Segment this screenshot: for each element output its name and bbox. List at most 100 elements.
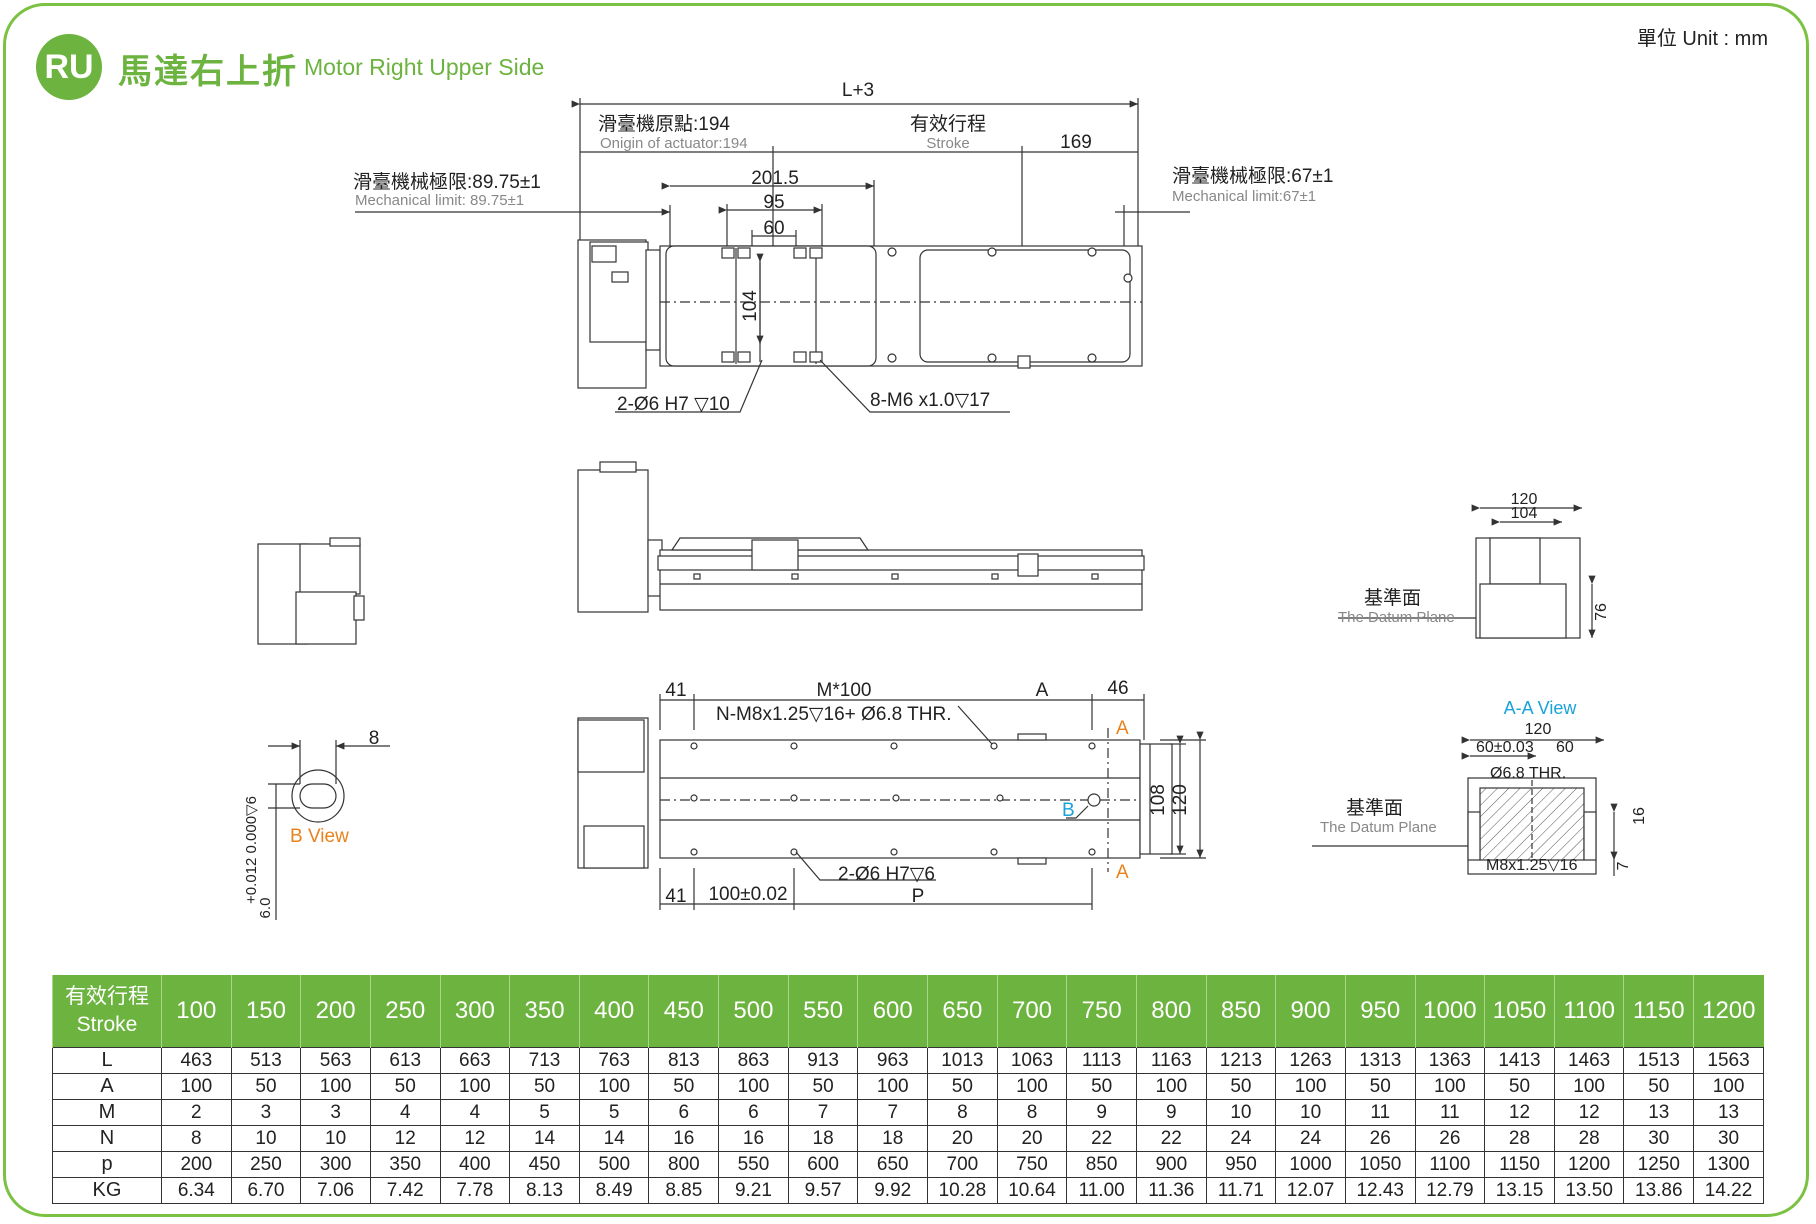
stroke-header-cell: 850 — [1205, 975, 1276, 1048]
table-cell: 50 — [927, 1073, 998, 1100]
table-cell: 11 — [1414, 1099, 1486, 1126]
table-cell: 12.07 — [1275, 1177, 1346, 1204]
table-cell: 2 — [161, 1099, 232, 1126]
table-cell: 500 — [578, 1151, 650, 1178]
dim-169: 169 — [1060, 132, 1092, 153]
table-cell: 8.49 — [578, 1177, 650, 1204]
table-cell: 763 — [578, 1047, 650, 1074]
stroke-header-cell: 250 — [369, 975, 441, 1048]
mech-limit-left-zh: 滑臺機械極限:89.75±1 — [353, 171, 541, 193]
table-cell: 16 — [718, 1125, 789, 1152]
aa-view-title: A-A View — [1504, 698, 1578, 718]
table-cell: 12 — [369, 1125, 441, 1152]
table-cell: 100 — [1414, 1073, 1486, 1100]
table-cell: 10 — [1205, 1099, 1277, 1126]
stroke-header-cell: 1200 — [1693, 975, 1764, 1048]
table-cell: 963 — [857, 1047, 929, 1074]
row-label: A — [52, 1073, 162, 1100]
table-cell: 50 — [1623, 1073, 1695, 1100]
table-cell: 8 — [996, 1099, 1068, 1126]
dim-a: A — [1036, 680, 1049, 701]
table-cell: 1513 — [1623, 1047, 1695, 1074]
pin-hole-callout: 2-Ø6 H7 ▽10 — [617, 394, 730, 415]
table-cell: 8.85 — [648, 1177, 720, 1204]
table-cell: 24 — [1275, 1125, 1346, 1152]
table-cell: 11.71 — [1205, 1177, 1277, 1204]
end-view-dim-76: 76 — [1593, 603, 1610, 621]
stroke-label-zh: 有效行程 — [910, 113, 986, 135]
table-cell: 9.21 — [718, 1177, 789, 1204]
table-cell: 18 — [857, 1125, 929, 1152]
table-cell: 13 — [1623, 1099, 1695, 1126]
table-cell: 5 — [509, 1099, 580, 1126]
b-view — [268, 740, 390, 920]
table-cell: 663 — [439, 1047, 511, 1074]
title-chinese: 馬達右上折 — [118, 53, 298, 91]
table-cell: 12.79 — [1414, 1177, 1486, 1204]
table-cell: 900 — [1135, 1151, 1207, 1178]
table-cell: 1163 — [1135, 1047, 1207, 1074]
aa-view-datum-zh: 基準面 — [1346, 797, 1403, 819]
table-cell: 950 — [1205, 1151, 1277, 1178]
b-view-title: B View — [290, 826, 349, 847]
aa-view-dim-60-tol: 60±0.03 — [1476, 739, 1534, 756]
table-cell: 1250 — [1623, 1151, 1695, 1178]
stroke-header-cell: 800 — [1135, 975, 1207, 1048]
table-cell: 50 — [1066, 1073, 1137, 1100]
table-cell: 713 — [509, 1047, 580, 1074]
table-cell: 1150 — [1484, 1151, 1555, 1178]
title-english: Motor Right Upper Side — [304, 54, 545, 80]
table-cell: 13.86 — [1623, 1177, 1695, 1204]
unit-label: 單位 Unit : mm — [1636, 28, 1768, 50]
table-cell: 1413 — [1484, 1047, 1555, 1074]
b-view-dim-6: 6.0 — [257, 898, 274, 919]
table-cell: 1113 — [1066, 1047, 1137, 1074]
dim-100: 100±0.02 — [708, 884, 787, 905]
table-cell: 7 — [857, 1099, 929, 1126]
top-view — [355, 98, 1190, 413]
table-cell: 450 — [509, 1151, 580, 1178]
aa-view-labels: A-A View 120 60±0.03 60 Ø6.8 THR. M8x1.2… — [1320, 698, 1648, 874]
table-cell: 10 — [230, 1125, 302, 1152]
top-view-labels: L+3 滑臺機原點:194 Onigin of actuator:194 有效行… — [353, 80, 1333, 415]
motor-end-view — [257, 537, 365, 645]
table-cell: 9.92 — [857, 1177, 929, 1204]
table-cell: 7.42 — [369, 1177, 441, 1204]
aa-view-hole: Ø6.8 THR. — [1490, 765, 1566, 782]
table-cell: 100 — [718, 1073, 789, 1100]
table-cell: 14 — [578, 1125, 650, 1152]
end-view-labels: 120 104 76 基準面 The Datum Plane — [1338, 491, 1610, 626]
stroke-header-cell: 1150 — [1623, 975, 1694, 1048]
table-cell: 913 — [787, 1047, 859, 1074]
origin-label-zh: 滑臺機原點:194 — [598, 113, 730, 135]
table-cell: 13.50 — [1553, 1177, 1625, 1204]
table-cell: 10 — [300, 1125, 371, 1152]
stroke-header-cell: 1000 — [1414, 975, 1485, 1048]
stroke-header-cell: 450 — [648, 975, 719, 1048]
row-label: KG — [52, 1177, 162, 1204]
table-cell: 12 — [1484, 1099, 1555, 1126]
row-label: p — [52, 1151, 162, 1178]
dim-p: P — [912, 886, 925, 907]
table-cell: 20 — [927, 1125, 998, 1152]
end-view-datum-en: The Datum Plane — [1338, 609, 1455, 626]
table-cell: 50 — [1484, 1073, 1555, 1100]
table-cell: 463 — [161, 1047, 232, 1074]
stroke-header-cell: 500 — [718, 975, 789, 1048]
table-cell: 1063 — [996, 1047, 1068, 1074]
table-cell: 200 — [161, 1151, 232, 1178]
end-view-dim-120: 120 — [1511, 491, 1538, 508]
table-cell: 3 — [230, 1099, 302, 1126]
dim-41-bottom: 41 — [665, 886, 686, 907]
table-cell: 22 — [1135, 1125, 1207, 1152]
dim-201-5: 201.5 — [751, 168, 799, 189]
page-frame — [3, 3, 1809, 1217]
table-cell: 100 — [578, 1073, 650, 1100]
table-cell: 8 — [927, 1099, 998, 1126]
stroke-header-cell: 750 — [1066, 975, 1137, 1048]
b-view-tolerance: +0.012 0.000▽6 — [243, 796, 260, 904]
technical-drawing: L+3 滑臺機原點:194 Onigin of actuator:194 有效行… — [243, 80, 1648, 920]
